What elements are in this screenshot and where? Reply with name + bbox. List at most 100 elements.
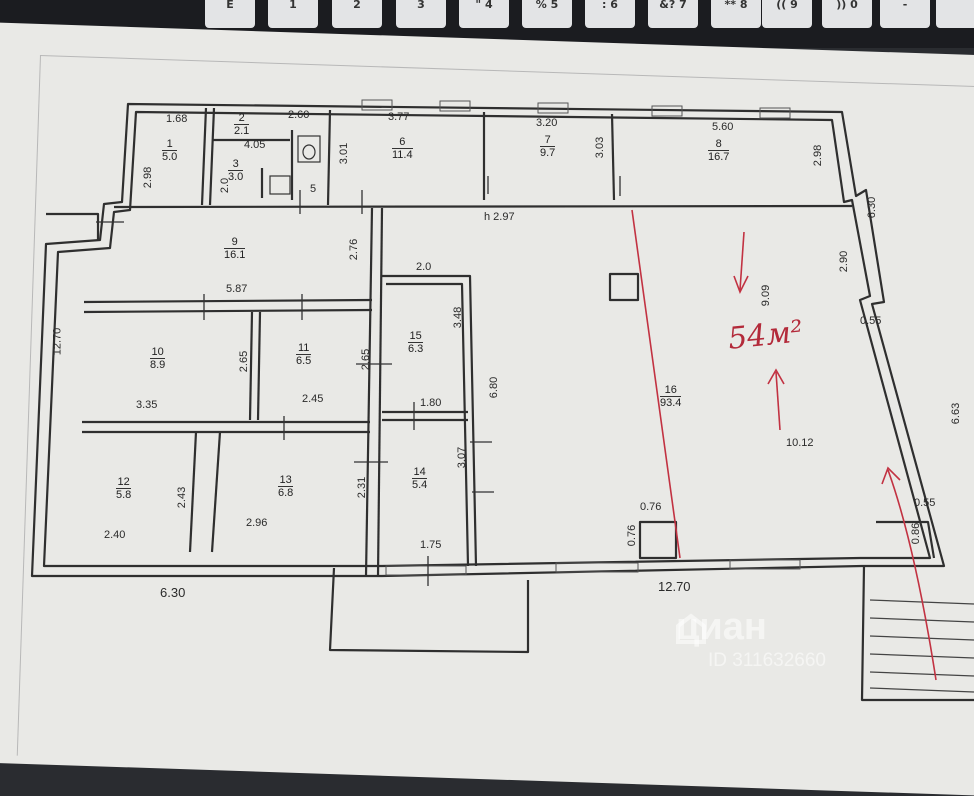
key-shift: "	[475, 0, 482, 11]
stair-line	[869, 653, 974, 659]
dimension-label: 4.05	[244, 139, 266, 151]
room-number: 9	[224, 236, 246, 249]
dimension-label: 2.43	[176, 486, 189, 509]
room-area: 93.4	[660, 397, 682, 409]
dimension-label: 0.76	[640, 501, 662, 513]
dimension-label: 2.45	[302, 393, 324, 405]
key: -	[880, 0, 930, 28]
red-arrow-down	[739, 231, 745, 291]
dimension-label: 3.07	[456, 446, 469, 469]
room-number: 10	[150, 346, 166, 359]
dimension-label: 12.70	[51, 327, 64, 356]
room-number: 12	[116, 476, 132, 489]
dimension-label: 0.55	[860, 315, 882, 327]
key: " 4	[459, 0, 509, 28]
dimension-label: 2.60	[288, 109, 310, 121]
door-marks	[96, 176, 621, 586]
red-arrowhead	[767, 368, 785, 385]
room-area: 11.4	[392, 149, 413, 161]
room-number: 6	[392, 136, 413, 149]
stair-line	[869, 671, 974, 677]
dimension-label: 2.0	[219, 177, 232, 194]
key-label: 8	[739, 0, 748, 11]
window	[385, 565, 467, 576]
room-area: 6.3	[408, 343, 424, 355]
room-area: 5.4	[412, 479, 428, 491]
key-shift: :	[602, 0, 607, 11]
window	[361, 99, 393, 111]
key: % 5	[522, 0, 572, 28]
room-area: 16.7	[708, 151, 730, 163]
toilet-fixture	[269, 135, 321, 195]
key: )) 0	[822, 0, 872, 28]
room-number: 2	[234, 112, 250, 125]
dimension-label: 1.75	[420, 539, 442, 551]
logo-house-shape	[676, 613, 706, 644]
dimension-label: 3.01	[338, 142, 351, 165]
wall-9-bottom	[83, 298, 373, 304]
key-shift: &?	[659, 0, 676, 11]
red-annotations	[631, 209, 937, 681]
dimension-label: 0.76	[626, 524, 639, 547]
room-area: 6.5	[296, 355, 312, 367]
walls	[30, 102, 974, 702]
dimension-label: 2.65	[238, 350, 251, 373]
toilet-bowl	[302, 144, 316, 160]
stair-line	[869, 635, 974, 641]
key: &? 7	[648, 0, 698, 28]
room-area: 5.0	[162, 151, 178, 163]
wall-15-14b	[386, 282, 470, 567]
dimension-label: 2.0	[416, 261, 432, 273]
key-label: 3	[417, 0, 425, 11]
dimension-label: h 2.97	[484, 211, 515, 223]
window	[555, 562, 639, 573]
dimension-label: 0.86	[910, 522, 923, 545]
dimension-label: 5	[310, 183, 317, 195]
key-shift: ((	[776, 0, 787, 11]
dimension-label: 9.09	[760, 284, 773, 307]
room-area: 6.8	[278, 487, 294, 499]
room-area: 16.1	[224, 249, 246, 261]
key-label: 5	[550, 0, 559, 11]
key-shift: ))	[836, 0, 847, 11]
sink	[269, 175, 291, 195]
key: E	[205, 0, 255, 28]
key: (( 9	[762, 0, 812, 28]
room-number: 16	[660, 384, 682, 397]
outer-wall-inner	[42, 110, 932, 568]
dimension-label: 6.80	[488, 376, 501, 399]
dimension-label: 3.20	[536, 117, 558, 129]
dimension-label: 2.65	[360, 348, 373, 371]
key-label: -	[902, 0, 908, 11]
key-label: 2	[353, 0, 361, 11]
key-label: 9	[790, 0, 798, 11]
room-number: 14	[412, 466, 428, 479]
window	[759, 107, 791, 119]
dimension-label: 2.98	[142, 166, 155, 189]
watermark-brand: циан	[676, 606, 767, 648]
dimension-label: 1.68	[166, 113, 188, 125]
dimension-label: 6.63	[950, 402, 963, 425]
room-number: 15	[408, 330, 424, 343]
dimension-label: 2.31	[356, 476, 369, 499]
dimension-label: 2.76	[348, 238, 361, 261]
room-area: 5.8	[116, 489, 132, 501]
dimension-label: 2.96	[246, 517, 268, 529]
key-label: 7	[679, 0, 687, 11]
dimension-label: 5.87	[226, 283, 248, 295]
room-area: 2.1	[234, 125, 250, 137]
key: 3	[396, 0, 446, 28]
window	[729, 559, 801, 570]
stair-line	[869, 617, 974, 623]
entrance-left	[46, 212, 100, 240]
corridor-wall-b	[376, 207, 384, 577]
dimension-label: 2.40	[104, 529, 126, 541]
stair-line	[869, 687, 974, 693]
